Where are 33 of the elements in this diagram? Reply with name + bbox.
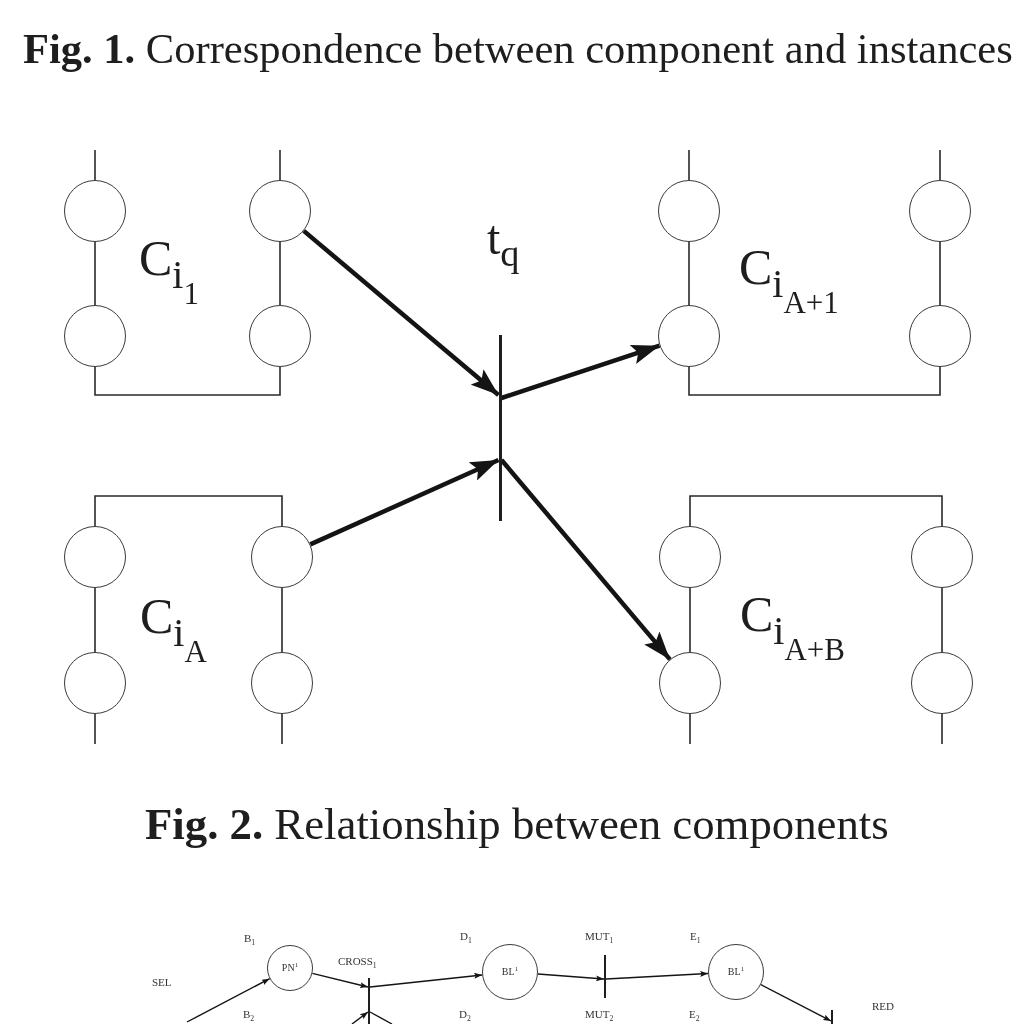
arrow — [302, 229, 500, 397]
component-frame — [62, 495, 315, 744]
annotation-label: D$_{1}$ — [460, 931, 472, 945]
place-label: BL$^{1}$ — [727, 966, 745, 978]
annotation-label: E$_{1}$ — [690, 931, 701, 945]
transition-label: t$_{q}$ — [487, 214, 520, 273]
component-frame — [62, 150, 313, 396]
transition-label: RED — [872, 1001, 894, 1012]
arrow — [537, 973, 605, 982]
arrow — [499, 458, 672, 661]
place-label: PN$^{1}$ — [281, 962, 299, 974]
arrow — [351, 1011, 369, 1024]
place-label: BL$^{1}$ — [501, 966, 519, 978]
figure-caption: Fig. 2. Relationship between components — [145, 802, 889, 847]
annotation-label: E$_{2}$ — [689, 1009, 700, 1023]
connector-line — [369, 1011, 393, 1024]
arrow — [186, 977, 271, 1023]
annotation-label: B$_{2}$ — [243, 1009, 255, 1023]
annotation-label: D$_{2}$ — [459, 1009, 471, 1023]
transition-label: SEL — [152, 977, 172, 988]
arrow — [311, 972, 369, 988]
transition-label: MUT$_{1}$ — [585, 931, 614, 945]
arrow — [309, 457, 500, 547]
component-frame — [657, 495, 975, 744]
arrow — [369, 972, 483, 988]
figure-caption: Fig. 1. Correspondence between component and instances — [23, 28, 1013, 71]
transition-label: MUT$_{2}$ — [585, 1009, 614, 1023]
arrow — [500, 343, 661, 401]
component-frame — [656, 150, 973, 396]
annotation-label: B$_{1}$ — [244, 933, 256, 947]
arrow — [605, 970, 709, 980]
arrow — [760, 984, 832, 1022]
transition-label: CROSS$_{1}$ — [338, 956, 377, 970]
